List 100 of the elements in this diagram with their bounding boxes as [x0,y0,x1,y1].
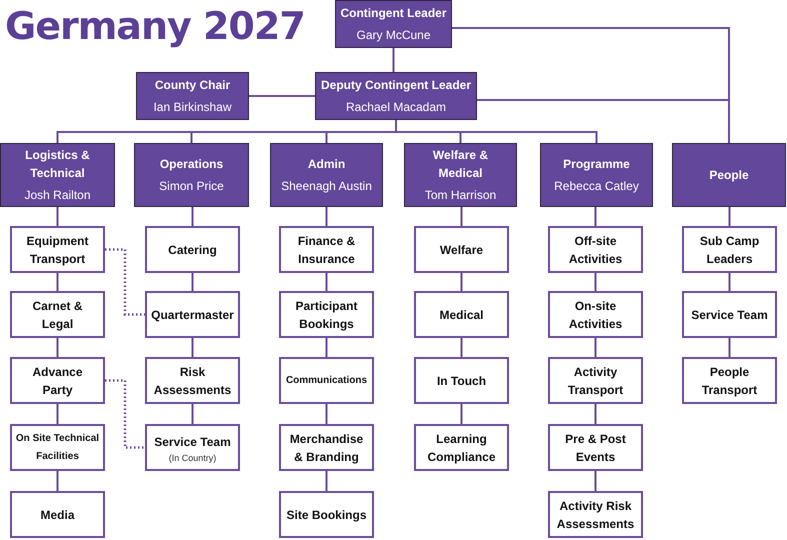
role-title: Logistics & Technical [24,147,91,182]
team-box [145,291,240,338]
person-name: Tom Harrison [424,187,498,204]
role-box [315,72,477,120]
connector-line [460,338,462,357]
connector-line [728,207,730,226]
role-title: Contingent Leader [339,5,448,22]
connector-line [56,471,58,491]
team-box [548,226,643,273]
connector-line [594,207,596,226]
connector-line [56,338,58,357]
team-name: Service Team [690,306,769,324]
team-name: In Touch [436,372,488,390]
connector-line [326,404,328,424]
role-title: Deputy Contingent Leader [320,77,472,94]
team-box [10,424,105,471]
connector-line [192,207,194,226]
team-name: Learning Compliance [426,430,496,466]
team-name: Site Bookings [285,506,368,524]
connector-line [594,273,596,291]
role-box [335,0,452,48]
role-box [0,143,115,207]
role-box [134,143,249,207]
connector-line [395,120,598,143]
person-name: Rebecca Catley [553,178,640,195]
team-name: Media [39,506,76,524]
team-name: On-site Activities [568,298,624,332]
team-name: Communications [284,374,368,388]
team-name: People Transport [700,364,758,398]
connector-line [594,338,596,357]
person-name: Ian Birkinshaw [152,99,233,116]
team-name: Catering [167,242,218,258]
team-name: Welfare [438,242,484,258]
team-name: Activity Risk Assessments [556,498,636,532]
team-box [548,357,643,404]
team-note: (In Country) [168,452,218,462]
team-name: Pre & Post Events [564,430,627,466]
person-name: Gary McCune [355,27,432,44]
connector-line [594,471,596,491]
team-name: Medical [438,306,484,324]
role-title: County Chair [154,77,232,94]
connector-line [326,471,328,491]
person-name: Josh Railton [23,187,92,204]
dotted-connector [105,248,145,316]
team-name: Merchandise & Branding [288,430,364,466]
connector-line [460,207,462,226]
team-box [414,357,509,404]
team-name: Off-site Activities [568,232,624,268]
team-name: Carnet & Legal [31,298,84,332]
role-title: People [708,167,750,184]
role-title: Welfare & Medical [432,147,490,182]
team-box [414,226,509,273]
team-box [145,226,240,273]
team-name: Participant Bookings [294,298,358,332]
role-title: Admin [306,156,346,173]
team-box [10,291,105,338]
team-box [548,424,643,471]
connector-line [326,273,328,291]
connector-line [249,95,315,97]
team-box [682,357,777,404]
team-name: Risk Assessments [152,364,232,398]
connector-line [56,273,58,291]
dotted-connector [105,379,145,449]
role-box [540,143,653,207]
role-box [672,143,786,207]
role-title: Programme [562,156,631,173]
connector-line [192,273,194,291]
person-name: Sheenagh Austin [280,178,373,195]
connector-line [56,404,58,424]
team-name: Activity Transport [566,364,624,398]
team-box [548,491,643,538]
role-box [136,72,249,120]
team-box [279,491,374,538]
connector-line [460,273,462,291]
person-name: Simon Price [158,178,225,195]
role-title: Operations [158,156,224,173]
connector-line [326,338,328,357]
chart-title: Germany 2027 [5,4,305,48]
team-name: On Site Technical Facilities [14,432,100,464]
team-box [279,357,374,404]
team-name: Service Team [153,434,232,450]
connector-line [326,207,328,226]
role-box [270,143,383,207]
connector-line [56,207,58,226]
team-box [682,291,777,338]
connector-line [192,338,194,357]
connector-line [460,404,462,424]
connector-line [192,404,194,424]
team-box [10,226,105,273]
team-box [548,291,643,338]
team-box [279,226,374,273]
team-box [145,357,240,404]
team-box [414,424,509,471]
connector-line [477,99,730,143]
team-box [279,291,374,338]
team-name: Equipment Transport [26,232,90,268]
team-box [279,424,374,471]
connector-line [594,404,596,424]
team-name: Sub Camp Leaders [698,232,760,268]
team-box [10,357,105,404]
